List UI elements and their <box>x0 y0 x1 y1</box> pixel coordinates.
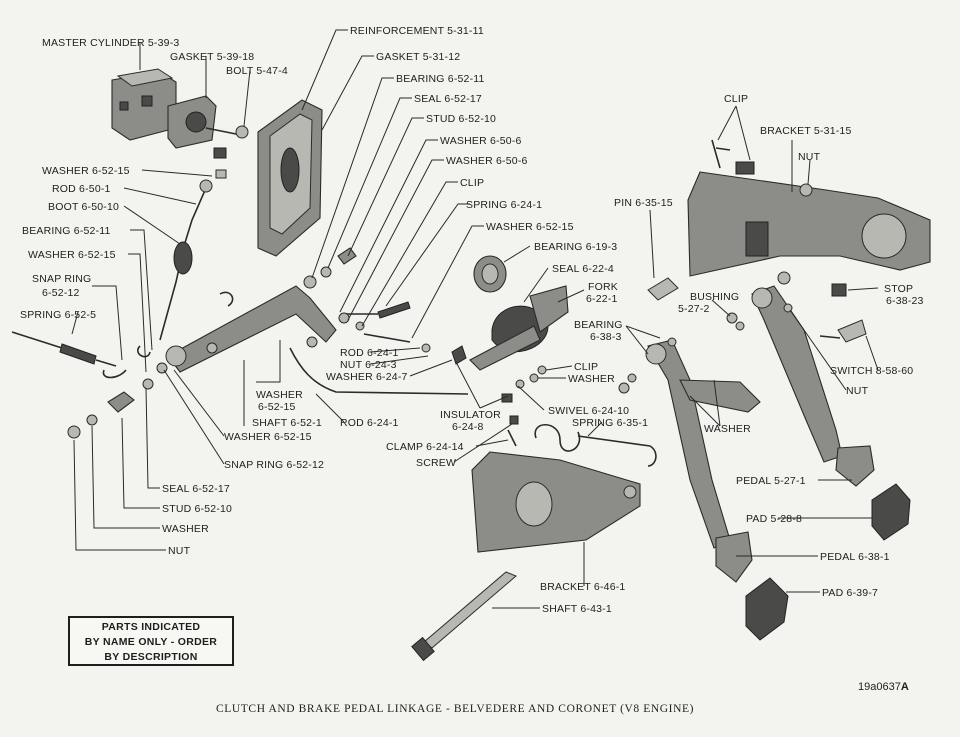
label-pad-6-39-7: PAD 6-39-7 <box>822 587 878 599</box>
reinforcement-plate <box>257 99 323 257</box>
label-snap-ring-1: SNAP RING <box>32 273 91 285</box>
label-bracket-6-46-1: BRACKET 6-46-1 <box>540 581 625 593</box>
swivel-parts <box>501 365 547 447</box>
label-master-cylinder: MASTER CYLINDER 5-39-3 <box>42 37 179 49</box>
label-washer-6-52-15-left: WASHER 6-52-15 <box>42 165 130 177</box>
label-fork-2: 6-22-1 <box>586 293 618 305</box>
label-gasket-5-31-12: GASKET 5-31-12 <box>376 51 460 63</box>
label-screw: SCREW <box>416 457 456 469</box>
label-clamp-6-24-14: CLAMP 6-24-14 <box>386 441 464 453</box>
label-pad-5-28-8: PAD 5-28-8 <box>746 513 802 525</box>
label-shaft-6-43-1: SHAFT 6-43-1 <box>542 603 612 615</box>
label-pin-6-35-15: PIN 6-35-15 <box>614 197 673 209</box>
label-snap-ring-6-52-12: SNAP RING 6-52-12 <box>224 459 324 471</box>
label-bearing-6-52-11-left: BEARING 6-52-11 <box>22 225 111 237</box>
pivot-shaft-part <box>411 571 517 662</box>
return-spring-part <box>534 424 657 467</box>
label-spring-6-24-1: SPRING 6-24-1 <box>466 199 542 211</box>
label-fork-1: FORK <box>588 281 618 293</box>
label-washer-shaft-1: WASHER <box>256 389 303 401</box>
snap-ring-part <box>102 345 151 379</box>
pedal-bracket-part <box>471 451 641 553</box>
label-bearing-6-38-3-1: BEARING <box>574 319 623 331</box>
long-rod-part <box>289 336 469 395</box>
note-line-1: PARTS INDICATED <box>101 621 201 633</box>
label-washer-shaft-2: 6-52-15 <box>258 401 296 413</box>
leader-lines <box>71 29 879 609</box>
order-note-box: PARTS INDICATED BY NAME ONLY - ORDER BY … <box>68 616 234 666</box>
label-bearing-6-38-3-2: 6-38-3 <box>590 331 622 343</box>
label-washer-lower: WASHER <box>568 373 615 385</box>
label-washer-6-52-15-left2: WASHER 6-52-15 <box>28 249 116 261</box>
label-bushing-1: BUSHING <box>690 291 739 303</box>
label-bolt-5-47-4: BOLT 5-47-4 <box>226 65 288 77</box>
mid-spring-part <box>338 301 411 343</box>
small-parts-column <box>303 247 357 289</box>
label-reinforcement: REINFORCEMENT 5-31-11 <box>350 25 484 37</box>
label-bracket-5-31-15: BRACKET 5-31-15 <box>760 125 852 137</box>
release-fork-part <box>469 255 569 371</box>
label-boot-6-50-10: BOOT 6-50-10 <box>48 201 119 213</box>
label-insulator-2: 6-24-8 <box>452 421 484 433</box>
label-washer-6-24-7: WASHER 6-24-7 <box>326 371 408 383</box>
clutch-shaft-part <box>142 285 337 390</box>
diagram-caption: CLUTCH AND BRAKE PEDAL LINKAGE - BELVEDE… <box>216 703 694 715</box>
label-stud-6-52-10-top: STUD 6-52-10 <box>426 113 496 125</box>
support-bracket-part <box>687 139 931 277</box>
label-washer-6-50-6-b: WASHER 6-50-6 <box>446 155 528 167</box>
push-rod-part <box>159 169 227 341</box>
pad-parts <box>745 483 911 641</box>
stud-nut-part <box>67 391 135 439</box>
label-spring-6-52-5: SPRING 6-52-5 <box>20 309 96 321</box>
label-clip-lower: CLIP <box>574 361 598 373</box>
label-washer-right: WASHER <box>704 423 751 435</box>
master-cylinder-part <box>111 68 249 159</box>
label-bearing-6-52-11-top: BEARING 6-52-11 <box>396 73 485 85</box>
label-snap-ring-2: 6-52-12 <box>42 287 80 299</box>
label-pedal-5-27-1: PEDAL 5-27-1 <box>736 475 806 487</box>
label-stop-1: STOP <box>884 283 913 295</box>
clutch-pedal-part <box>618 337 761 583</box>
label-stud-6-52-10-bot: STUD 6-52-10 <box>162 503 232 515</box>
label-bearing-6-19-3: BEARING 6-19-3 <box>534 241 617 253</box>
label-nut-6-24-3: NUT 6-24-3 <box>340 359 397 371</box>
label-stop-2: 6-38-23 <box>886 295 924 307</box>
label-clip-mid: CLIP <box>460 177 484 189</box>
label-seal-6-22-4: SEAL 6-22-4 <box>552 263 614 275</box>
label-nut-bottom: NUT <box>168 545 191 557</box>
label-swivel-6-24-10: SWIVEL 6-24-10 <box>548 405 629 417</box>
label-shaft-6-52-1: SHAFT 6-52-1 <box>252 417 322 429</box>
label-rod-6-24-1-a: ROD 6-24-1 <box>340 347 399 359</box>
label-washer-6-52-15-mid: WASHER 6-52-15 <box>486 221 574 233</box>
label-washer-6-50-6-a: WASHER 6-50-6 <box>440 135 522 147</box>
label-washer-6-52-15-bot: WASHER 6-52-15 <box>224 431 312 443</box>
left-spring-part <box>11 331 117 367</box>
label-nut-top: NUT <box>798 151 821 163</box>
label-gasket-5-39-18: GASKET 5-39-18 <box>170 51 254 63</box>
label-seal-6-52-17-top: SEAL 6-52-17 <box>414 93 482 105</box>
label-rod-6-24-1-b: ROD 6-24-1 <box>340 417 399 429</box>
label-pedal-6-38-1: PEDAL 6-38-1 <box>820 551 890 563</box>
note-line-3: BY DESCRIPTION <box>104 651 198 663</box>
label-nut-right: NUT <box>846 385 869 397</box>
label-clip-top: CLIP <box>724 93 748 105</box>
label-washer-bottom: WASHER <box>162 523 209 535</box>
label-switch-8-58-60: SWITCH 8-58-60 <box>830 365 913 377</box>
note-line-2: BY NAME ONLY - ORDER <box>84 636 218 648</box>
label-rod-6-50-1: ROD 6-50-1 <box>52 183 111 195</box>
figure-id: 19a0637A <box>858 681 909 693</box>
pin-bushing-part <box>647 271 791 331</box>
part-labels: MASTER CYLINDER 5-39-3 GASKET 5-39-18 BO… <box>20 25 924 615</box>
label-seal-6-52-17-bot: SEAL 6-52-17 <box>162 483 230 495</box>
label-spring-6-35-1: SPRING 6-35-1 <box>572 417 648 429</box>
label-bushing-2: 5-27-2 <box>678 303 710 315</box>
label-insulator-1: INSULATOR <box>440 409 501 421</box>
stop-switch-part <box>819 283 867 343</box>
